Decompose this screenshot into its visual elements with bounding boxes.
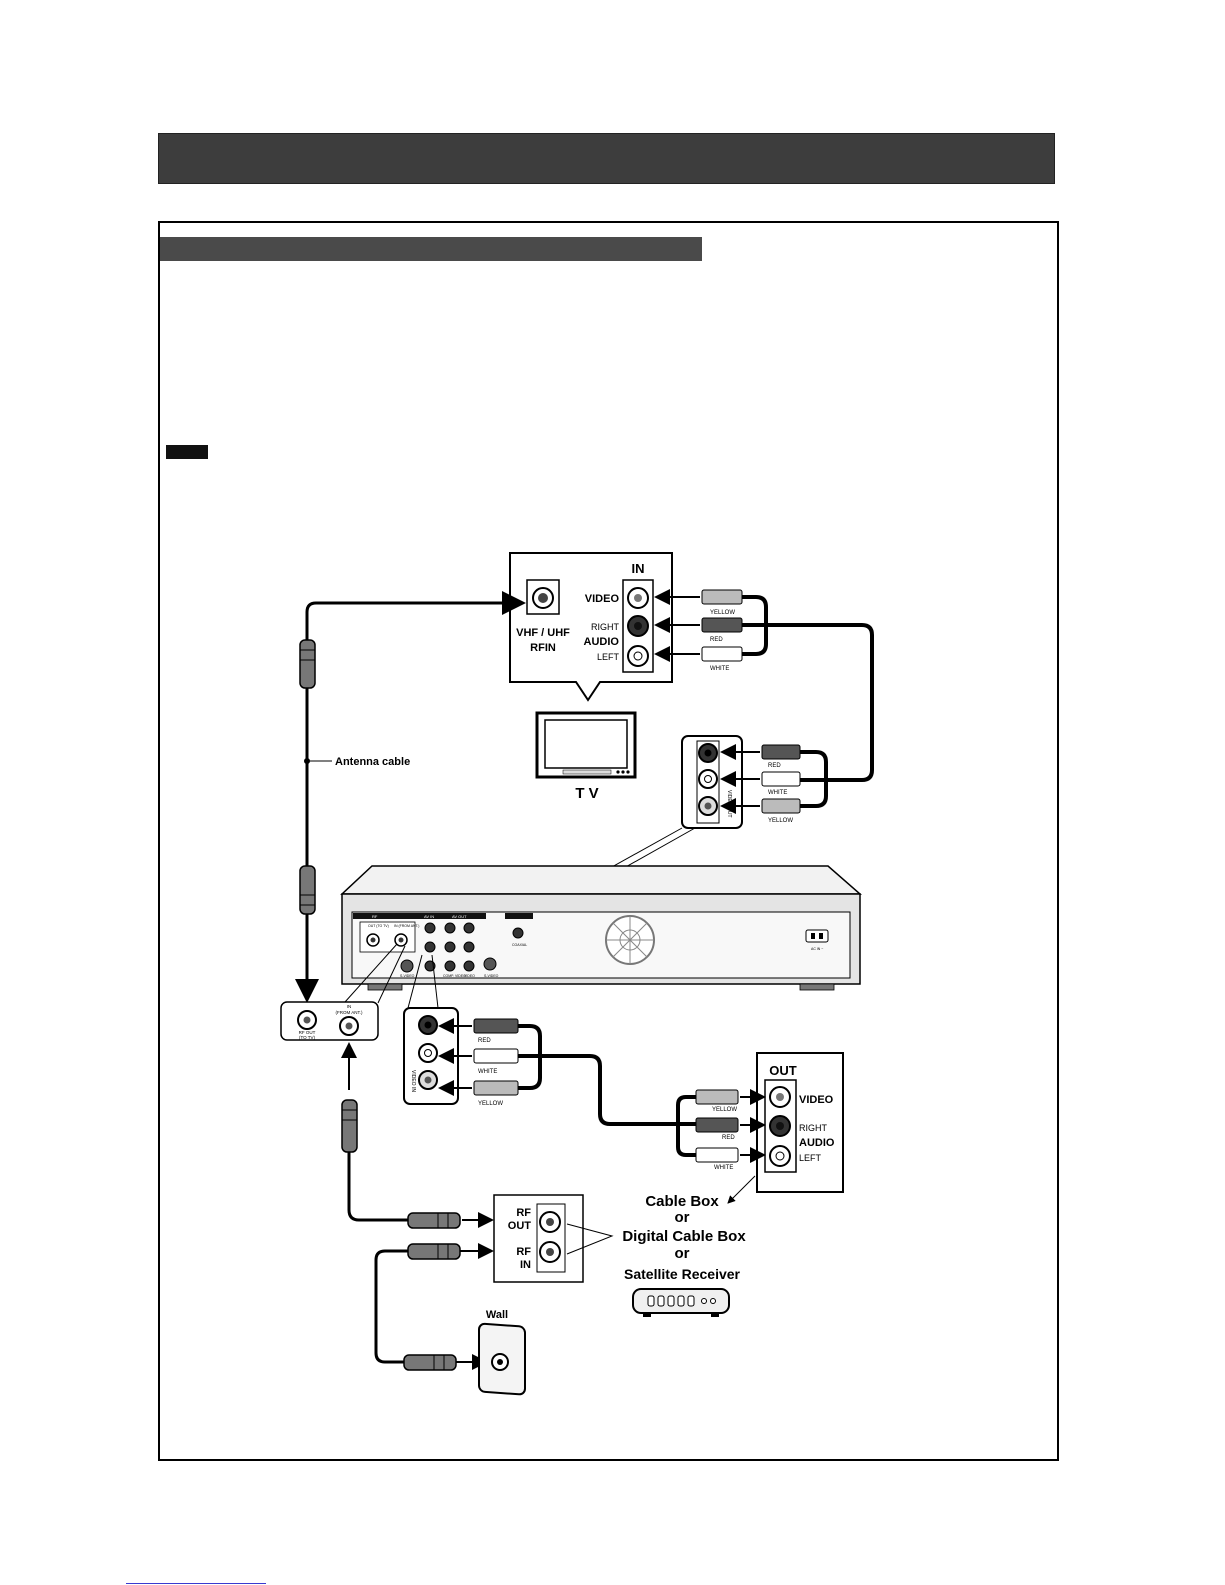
rf-in-label-2: IN [520, 1259, 531, 1271]
tv-audio-label: AUDIO [584, 636, 620, 648]
page-title-bar [158, 133, 1055, 184]
cablebox-cable-yellow: YELLOW [712, 1107, 737, 1113]
receiver-box-icon [632, 1288, 730, 1317]
recorder-in-yellow: YELLOW [478, 1101, 503, 1107]
recorder-out-yellow: YELLOW [768, 818, 793, 824]
rf-cable-to-cablebox [341, 1042, 494, 1229]
recorder-out-red: RED [768, 763, 781, 769]
rf-in-label-1: RF [516, 1246, 531, 1258]
antenna-cable [295, 591, 526, 1003]
tv-icon [535, 711, 637, 779]
footer-link-line [126, 1583, 266, 1584]
rf-inset-in-label-1: IN [347, 1004, 352, 1009]
cablebox-out-panel: OUT VIDEO RIGHT AUDIO LEFT YELLOW RED WH… [676, 1052, 844, 1204]
cablebox-out-heading: OUT [769, 1063, 797, 1078]
wall-cable [374, 1243, 494, 1371]
tv-video-label: VIDEO [585, 593, 620, 605]
tv-av-cable: YELLOW RED WHITE [654, 589, 874, 782]
recorder-svideo-out-label: S-VIDEO [484, 974, 499, 978]
recorder-ac-in-label: AC IN ~ [811, 947, 823, 951]
wall-label: Wall [486, 1309, 508, 1321]
tv-right-label: RIGHT [591, 622, 620, 632]
tv-connection-panel: VHF / UHF RFIN IN VIDEO RIGHT AUDIO LEFT [509, 552, 673, 702]
cablebox-rf-panel: RF OUT RF IN [493, 1194, 614, 1283]
note-tag [166, 445, 208, 459]
recorder-in-jack-label: VIDEO IN [410, 1070, 416, 1092]
recorder-comp-video-label: COMP. VIDEO [443, 974, 466, 978]
cablebox-cable-red: RED [722, 1135, 735, 1141]
recorder-rf-in-label: IN (FROM ANT.) [394, 924, 419, 928]
cablebox-audio-label: AUDIO [799, 1137, 835, 1149]
tv-rf-label-2: RFIN [530, 642, 556, 654]
rf-out-label-2: OUT [508, 1220, 532, 1232]
device-caption: Cable Box or Digital Cable Box or Satell… [622, 1193, 746, 1282]
recorder-video-label: VIDEO [464, 974, 475, 978]
recorder-in-white: WHITE [478, 1069, 497, 1075]
cablebox-left-label: LEFT [799, 1153, 822, 1163]
recorder-coaxial-label: COAXIAL [512, 943, 527, 947]
recorder-in-inset: VIDEO IN RED WHITE YELLOW [403, 1007, 680, 1126]
recorder-out-inset: VIDEO OUT RED WHITE YELLOW [487, 735, 828, 941]
caption-satellite-receiver: Satellite Receiver [624, 1266, 741, 1282]
recorder-out-jack-label: VIDEO OUT [726, 790, 732, 818]
recorder-rf-label: RF [372, 914, 378, 919]
wall-outlet-icon [478, 1322, 526, 1396]
rf-inset-out-label-1: RF OUT [299, 1030, 316, 1035]
caption-or-2: or [675, 1245, 690, 1262]
recorder-in-red: RED [478, 1038, 491, 1044]
rf-inset: RF OUT (TO TV) IN (FROM ANT.) [280, 1001, 379, 1041]
recorder-svideo-in-label: S-VIDEO [400, 974, 415, 978]
content-frame [158, 221, 1059, 1461]
recorder-out-white: WHITE [768, 790, 787, 796]
tv-cable-red: RED [710, 637, 723, 643]
tv-cable-yellow: YELLOW [710, 610, 735, 616]
caption-cable-box: Cable Box [645, 1193, 719, 1210]
caption-or-1: or [675, 1209, 690, 1226]
cablebox-video-label: VIDEO [799, 1094, 834, 1106]
tv-left-label: LEFT [597, 652, 620, 662]
rf-out-label-1: RF [516, 1207, 531, 1219]
tv-label: T V [575, 785, 598, 802]
recorder-rf-out-label: OUT (TO TV) [368, 924, 389, 928]
recorder-av-out-label: AV OUT [452, 914, 467, 919]
rf-inset-out-label-2: (TO TV) [299, 1035, 316, 1040]
tv-rf-label-1: VHF / UHF [516, 627, 570, 639]
rf-inset-in-label-2: (FROM ANT.) [336, 1010, 363, 1015]
section-heading-bar [160, 237, 702, 261]
caption-digital-cable-box: Digital Cable Box [622, 1228, 746, 1245]
recorder-av-in-label: AV IN [424, 914, 434, 919]
cablebox-cable-white: WHITE [714, 1165, 733, 1171]
antenna-cable-label: Antenna cable [335, 756, 410, 768]
tv-in-heading: IN [632, 561, 645, 576]
cablebox-right-label: RIGHT [799, 1123, 828, 1133]
recorder-unit: RF AV IN AV OUT OUT (TO TV) IN (FROM ANT… [340, 865, 862, 1009]
tv-cable-white: WHITE [710, 666, 729, 672]
